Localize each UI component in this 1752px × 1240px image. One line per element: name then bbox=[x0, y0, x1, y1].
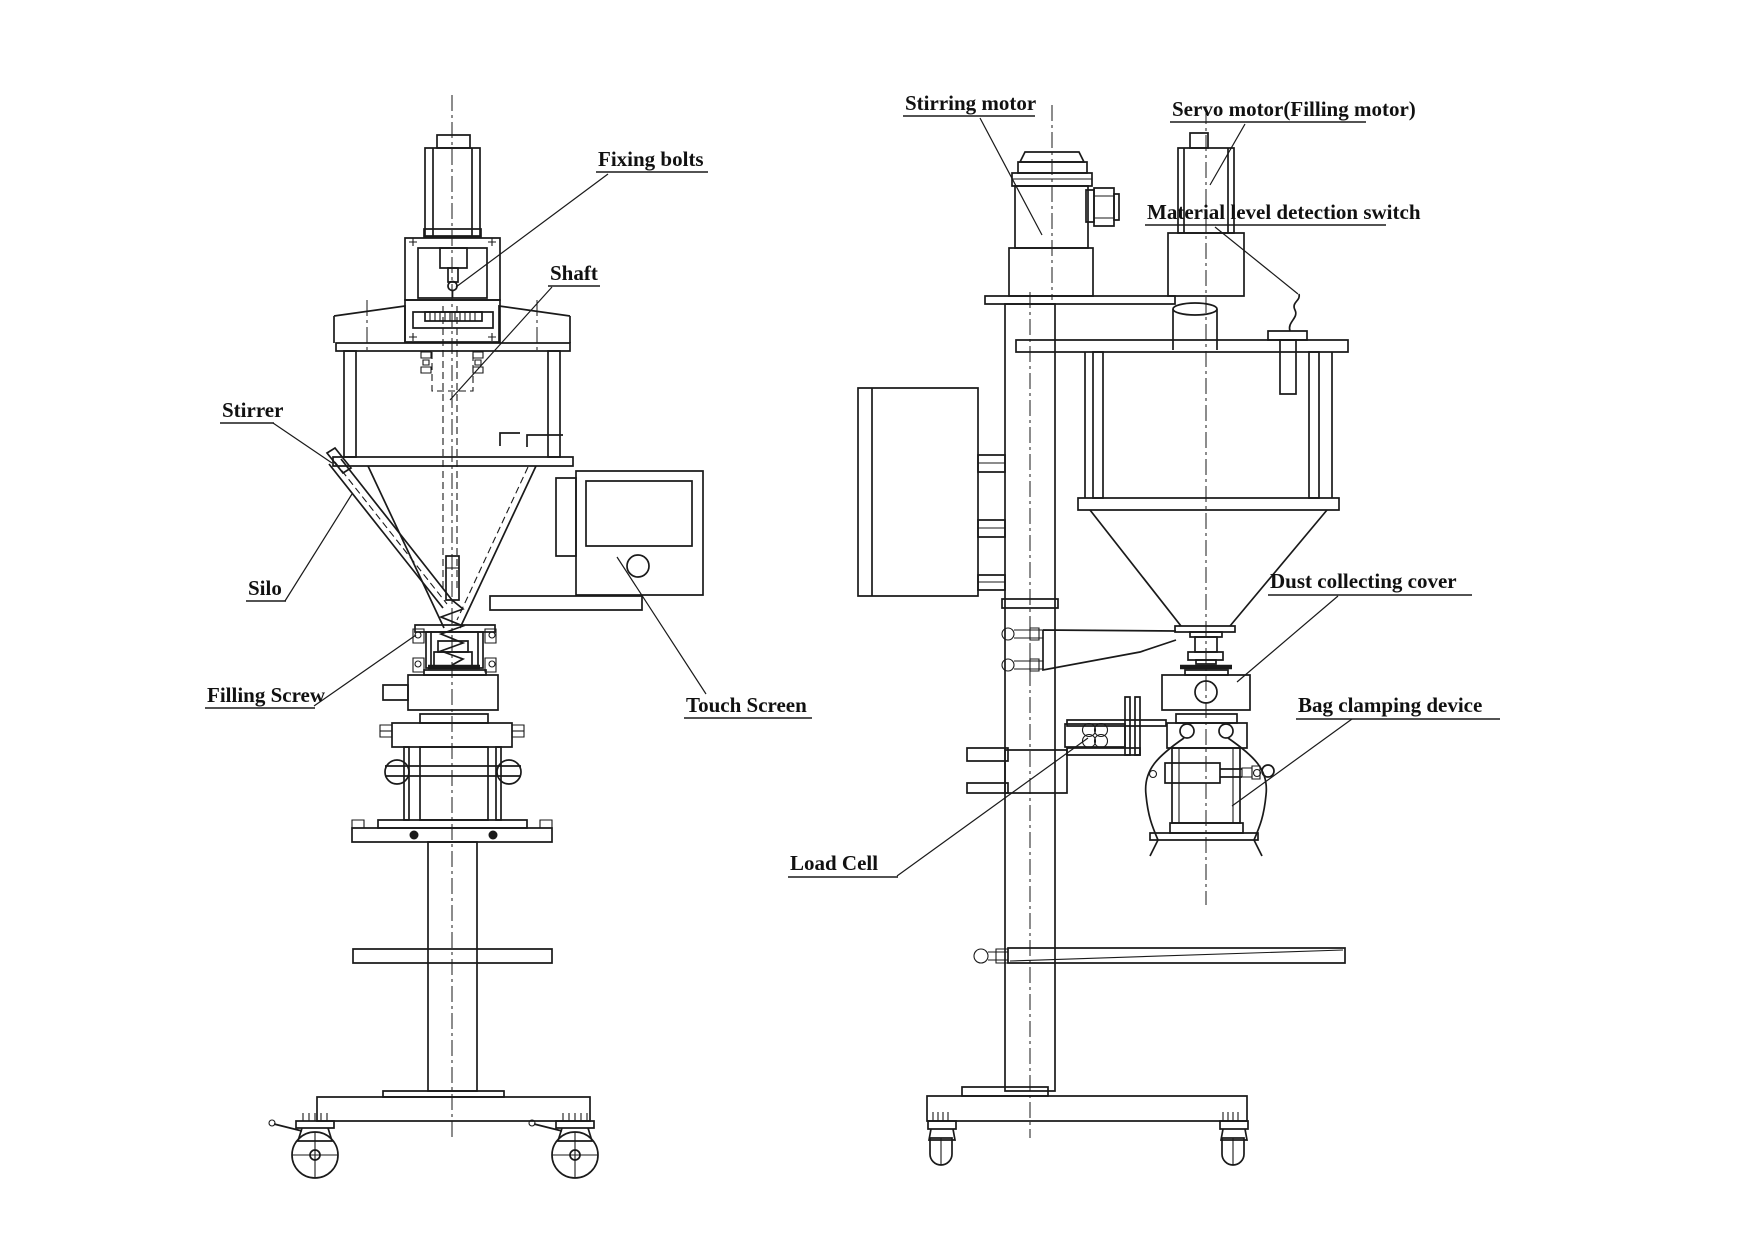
leader-silo bbox=[285, 494, 352, 601]
leader-shaft bbox=[450, 287, 552, 400]
front-filling-screw bbox=[413, 556, 496, 675]
side-caster-right bbox=[1220, 1112, 1248, 1165]
label-shaft: Shaft bbox=[550, 261, 598, 285]
touch-screen-button bbox=[627, 555, 649, 577]
leader-bag-clamping-device bbox=[1232, 719, 1352, 806]
material-level-switch bbox=[1268, 294, 1307, 394]
front-caster-left bbox=[269, 1113, 338, 1178]
side-stand bbox=[927, 1087, 1247, 1121]
leader-filling-screw bbox=[314, 635, 416, 706]
annotations: Fixing bolts Shaft Stirrer Silo Filling … bbox=[205, 91, 1500, 877]
front-bolt-housing bbox=[405, 238, 500, 342]
side-view bbox=[858, 105, 1348, 1165]
main-column bbox=[1002, 304, 1176, 1091]
front-frame bbox=[333, 300, 573, 590]
filling-head bbox=[1146, 632, 1274, 856]
label-dust-collecting-cover: Dust collecting cover bbox=[1270, 569, 1457, 593]
front-stand bbox=[317, 842, 590, 1121]
leader-dust-collecting-cover bbox=[1237, 596, 1338, 682]
servo-motor bbox=[1168, 133, 1244, 296]
leader-servo-motor bbox=[1210, 124, 1245, 185]
front-stirrer-and-silo bbox=[327, 448, 452, 608]
front-caster-right bbox=[529, 1113, 598, 1178]
front-hanger-bolts bbox=[421, 352, 483, 373]
stirring-motor bbox=[1009, 152, 1119, 296]
label-stirring-motor: Stirring motor bbox=[905, 91, 1036, 115]
label-bag-clamping-device: Bag clamping device bbox=[1298, 693, 1482, 717]
label-servo-motor: Servo motor(Filling motor) bbox=[1172, 97, 1416, 121]
bag-clamping-device bbox=[1146, 723, 1274, 856]
column-clamp-bolts bbox=[1002, 628, 1043, 671]
label-load-cell: Load Cell bbox=[790, 851, 878, 875]
electrical-cabinet bbox=[858, 388, 1005, 596]
leader-material-level-switch bbox=[1215, 227, 1298, 294]
label-material-level-switch: Material level detection switch bbox=[1147, 200, 1421, 224]
label-fixing-bolts: Fixing bolts bbox=[598, 147, 704, 171]
front-hopper-cone bbox=[368, 466, 536, 628]
label-touch-screen: Touch Screen bbox=[686, 693, 807, 717]
front-top-motor bbox=[424, 135, 481, 237]
leader-touch-screen bbox=[617, 557, 706, 694]
leader-fixing-bolts bbox=[456, 174, 608, 287]
leader-load-cell bbox=[897, 738, 1088, 876]
hopper-head bbox=[985, 294, 1348, 394]
side-shelf bbox=[974, 948, 1345, 963]
label-filling-screw: Filling Screw bbox=[207, 683, 326, 707]
label-stirrer: Stirrer bbox=[222, 398, 283, 422]
leader-stirring-motor bbox=[980, 118, 1042, 235]
load-cell-assembly bbox=[967, 697, 1166, 793]
front-view bbox=[269, 95, 703, 1178]
leader-stirrer bbox=[273, 423, 332, 463]
label-silo: Silo bbox=[248, 576, 282, 600]
load-cell-clover bbox=[1083, 724, 1108, 748]
touch-screen bbox=[490, 471, 703, 610]
side-caster-left bbox=[928, 1112, 956, 1165]
dust-collecting-cover bbox=[1162, 675, 1250, 710]
